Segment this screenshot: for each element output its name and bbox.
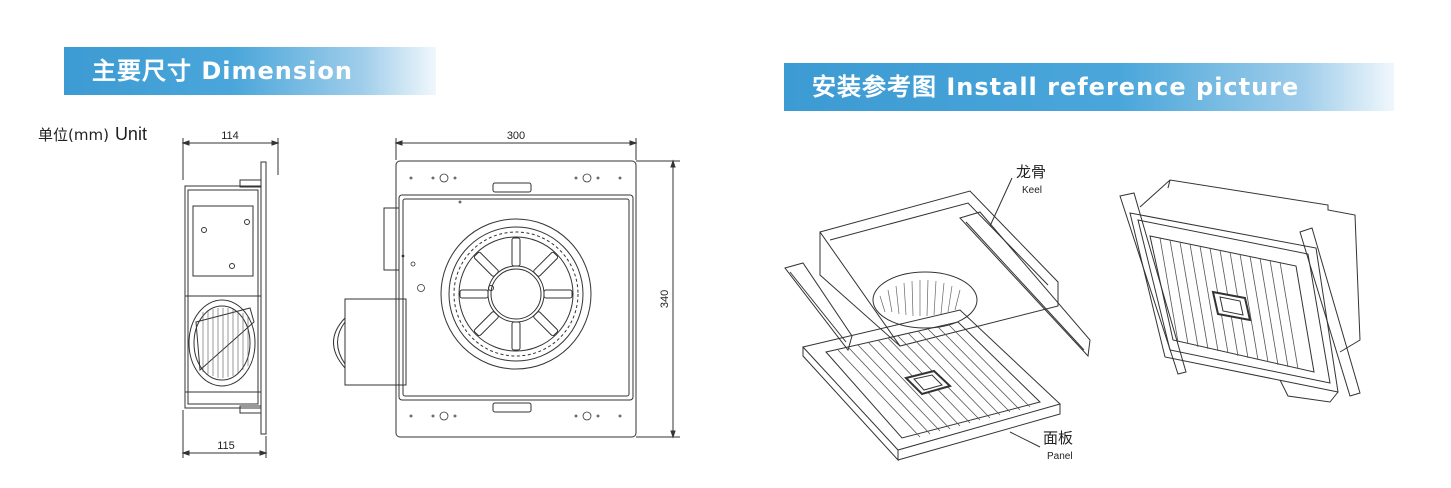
dim-115-label: 115: [217, 440, 235, 452]
dim-300-label: 300: [507, 130, 525, 142]
panel-label-cn: 面板: [1043, 429, 1073, 447]
keel-label-en: Keel: [1022, 185, 1042, 196]
unit-cn: 单位(mm): [38, 126, 109, 144]
panel-leader: [1009, 431, 1041, 448]
front-view-drawing: 300 340: [333, 130, 680, 439]
keel-label-cn: 龙骨: [1016, 163, 1046, 181]
side-view-drawing: 114 115: [181, 130, 280, 458]
panel-label-en: Panel: [1047, 451, 1073, 462]
dim-340-label: 340: [659, 290, 671, 308]
install-banner: 安装参考图 Install reference picture: [784, 63, 1394, 111]
install-drawing-1: 龙骨 Keel 面板 Panel: [784, 163, 1091, 462]
keel-leader: [989, 177, 1013, 227]
dimension-banner: 主要尺寸 Dimension: [64, 47, 436, 95]
install-drawing-2: [1119, 179, 1361, 403]
unit-label: 单位(mm) Unit: [38, 124, 147, 145]
dimension-title: 主要尺寸 Dimension: [92, 57, 353, 85]
install-title: 安装参考图 Install reference picture: [812, 73, 1300, 101]
dim-114-label: 114: [221, 130, 239, 142]
unit-en: Unit: [114, 124, 147, 144]
